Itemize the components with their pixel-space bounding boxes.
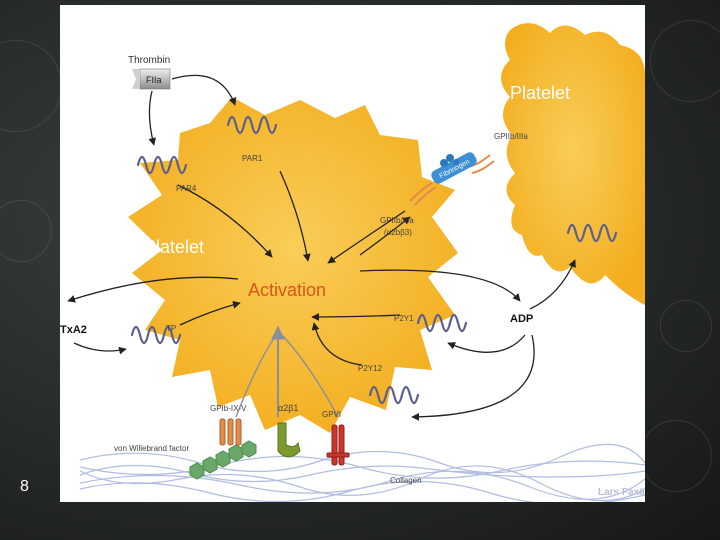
adp-label: ADP xyxy=(510,313,533,325)
gpvi-label: GPVI xyxy=(322,410,341,419)
arrow-par1-to-activation xyxy=(279,170,311,262)
arrow-activation-to-adp xyxy=(359,269,521,302)
main-platelet-body xyxy=(128,97,458,433)
p2y1-receptor-icon xyxy=(416,313,468,333)
p2y1-label: P2Y1 xyxy=(394,314,414,323)
par4-receptor-icon xyxy=(136,155,188,175)
tp-label: TP xyxy=(166,324,176,333)
arrow-gpib-to-collagen-path xyxy=(235,334,277,418)
gpvi-receptor-icon xyxy=(326,424,350,466)
arrow-p2y1-to-activation xyxy=(311,313,401,321)
arrow-adp-to-secondary-platelet xyxy=(529,259,576,310)
gpiib-iiia-main-receptor-icon xyxy=(409,182,437,206)
gpib-ix-v-label: GPIb-IX-V xyxy=(210,404,247,413)
gpiib-iiia-secondary-label: GPIIb/IIIa xyxy=(494,132,528,141)
background-bokeh-circle xyxy=(0,40,62,132)
arrow-fiia-to-par4 xyxy=(148,90,156,146)
arrow-activation-to-txa2 xyxy=(67,276,239,303)
secondary-platelet-receptor-icon xyxy=(566,223,618,243)
arrow-p2y12-to-activation xyxy=(311,322,363,366)
fiia-label: FIIa xyxy=(146,75,162,85)
a2b1-receptor-icon xyxy=(277,422,301,458)
arrow-txa2-to-tp xyxy=(73,342,127,355)
arrow-tp-to-activation xyxy=(179,301,241,326)
diagram-canvas: Fibrinogen Thrombin FIIa PAR1 PAR4 Plate… xyxy=(60,23,645,502)
platelet-main-label: Platelet xyxy=(144,237,204,257)
arrow-adp-to-p2y1 xyxy=(447,334,526,353)
collagen-label: Collagen xyxy=(390,476,422,485)
gpib-ix-v-receptor-icon xyxy=(219,418,242,446)
activation-label: Activation xyxy=(248,280,326,300)
arrow-activation-to-gpiib xyxy=(359,216,411,256)
p2y12-receptor-icon xyxy=(368,385,420,405)
gpiib-iiia-main-label-line2: (α2bβ3) xyxy=(384,228,412,237)
par4-label: PAR4 xyxy=(176,184,197,193)
par1-label: PAR1 xyxy=(242,154,263,163)
thrombin-label: Thrombin xyxy=(128,55,170,66)
p2y12-label: P2Y12 xyxy=(358,364,383,373)
background-bokeh-circle xyxy=(660,300,712,352)
par1-receptor-icon xyxy=(226,115,278,135)
background-bokeh-circle xyxy=(650,20,720,102)
tp-receptor-icon xyxy=(130,325,182,345)
a2b1-label: α2β1 xyxy=(278,403,298,413)
arrow-gpvi-to-collagen-path xyxy=(281,334,339,418)
arrow-fiia-to-par1 xyxy=(171,74,237,106)
background-bokeh-circle xyxy=(640,420,712,492)
background-bokeh-circle xyxy=(0,200,52,262)
platelet-activation-diagram: Fibrinogen Thrombin FIIa PAR1 PAR4 Plate… xyxy=(60,5,645,502)
arrow-adp-to-p2y12 xyxy=(411,334,535,421)
slide-number: 8 xyxy=(20,478,29,495)
collagen-fibres xyxy=(79,443,645,502)
vwf-label: von Willebrand factor xyxy=(114,444,189,453)
gpiib-iiia-main-label-line1: GPIIb/IIIa xyxy=(380,216,414,225)
credit-label: Lars Faxälv xyxy=(598,487,645,498)
arrow-par4-to-activation xyxy=(177,184,273,258)
secondary-platelet-body xyxy=(501,23,645,305)
vwf-hexagons xyxy=(189,440,257,480)
platelet-secondary-label: Platelet xyxy=(510,83,570,103)
arrow-gpiib-to-activation xyxy=(327,210,406,264)
fibrinogen-icon xyxy=(431,152,477,184)
fiia-box-tab xyxy=(132,69,140,89)
txa2-label: TxA2 xyxy=(60,324,87,336)
